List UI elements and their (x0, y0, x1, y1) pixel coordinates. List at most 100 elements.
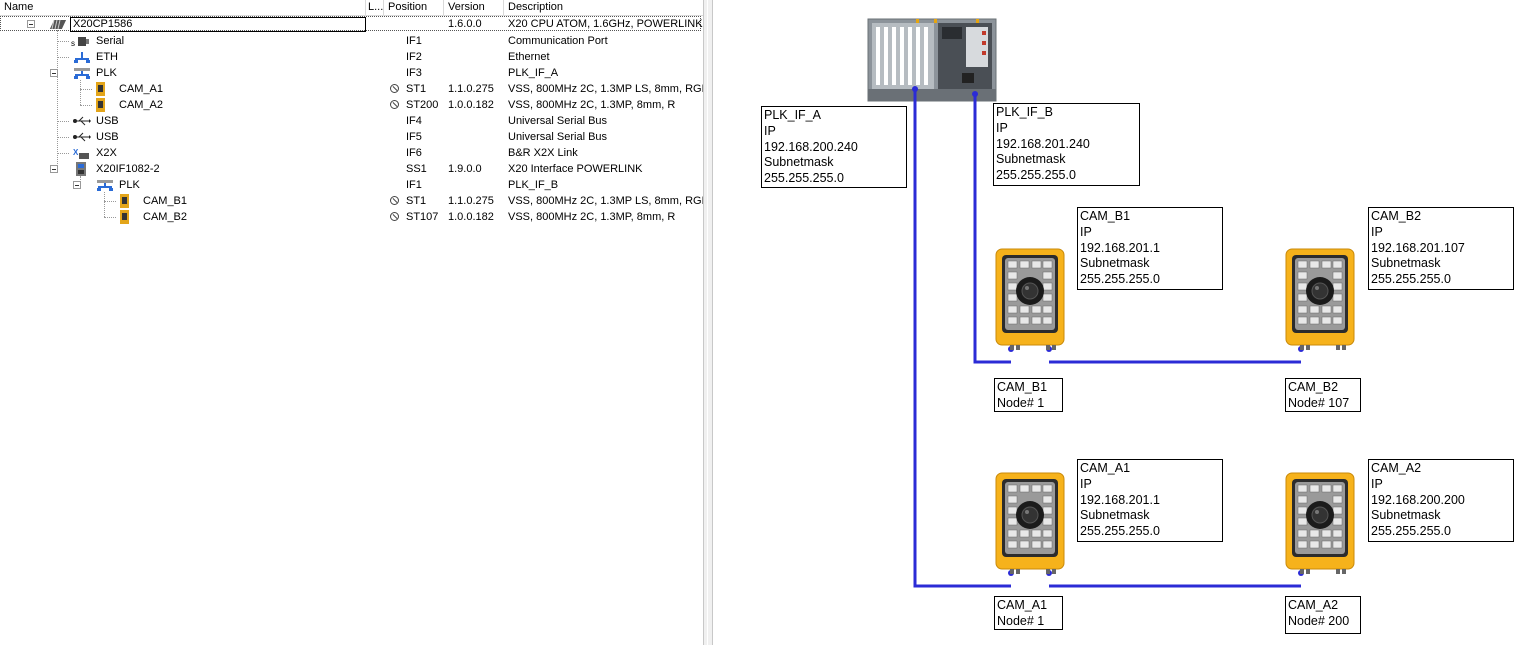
row-description: B&R X2X Link (508, 147, 578, 159)
usb-icon (73, 132, 91, 142)
row-position: IF6 (406, 147, 422, 159)
camera-name: CAM_B1 (997, 380, 1048, 394)
column-header-description[interactable]: Description (508, 1, 564, 13)
network-topology-diagram: PLK_IF_A IP 192.168.200.240 Subnetmask 2… (713, 0, 1534, 645)
tree-line (80, 89, 92, 90)
interface-name: PLK_IF_B (996, 105, 1053, 119)
svg-text:s: s (71, 39, 75, 48)
tree-row-plk-b[interactable]: PLK IF1 PLK_IF_B (0, 177, 703, 193)
tree-row-usb-2[interactable]: USB IF5 Universal Serial Bus (0, 129, 703, 145)
ip-address: 192.168.200.240 (764, 139, 858, 154)
column-header-lock[interactable]: L... (368, 0, 384, 15)
locked-icon (390, 196, 399, 205)
subnet-mask: 255.255.255.0 (1080, 272, 1160, 287)
row-position: ST1 (406, 83, 427, 95)
tree-line (57, 137, 69, 138)
row-name: USB (96, 115, 119, 127)
row-name: CAM_A2 (119, 99, 164, 111)
usb-icon (73, 116, 91, 126)
tree-row-cam-b1[interactable]: CAM_B1 ST1 1.1.0.275 VSS, 800MHz 2C, 1.3… (0, 193, 703, 209)
ip-address: 192.168.201.1 (1080, 240, 1160, 255)
subnet-label: Subnetmask (996, 152, 1066, 167)
node-box-cam-b2[interactable]: CAM_B2 Node# 107 (1285, 378, 1361, 412)
serial-port-icon: s (71, 37, 89, 48)
row-name: USB (96, 131, 119, 143)
row-name: PLK (96, 67, 117, 79)
x2x-link-icon: X (73, 148, 89, 159)
camera-icon (96, 82, 105, 96)
node-box-cam-a2[interactable]: CAM_A2 Node# 200 (1285, 596, 1361, 634)
column-header-position[interactable]: Position (384, 0, 444, 15)
ip-address: 192.168.201.240 (996, 136, 1090, 151)
link-plk-if-a (913, 89, 1011, 588)
tree-row-eth[interactable]: ETH IF2 Ethernet (0, 49, 703, 65)
info-box-plk-if-b[interactable]: PLK_IF_B IP 192.168.201.240 Subnetmask 2… (993, 103, 1140, 186)
camera-device-cam-a1[interactable] (995, 472, 1065, 575)
row-description: PLK_IF_A (508, 67, 559, 79)
collapse-toggle-icon[interactable] (50, 165, 58, 173)
row-version: 1.6.0.0 (448, 18, 482, 30)
column-header-name[interactable]: Name (0, 0, 366, 15)
camera-device-cam-a2[interactable] (1285, 472, 1355, 575)
subnet-label: Subnetmask (1080, 256, 1150, 271)
tree-row-cam-a1[interactable]: CAM_A1 ST1 1.1.0.275 VSS, 800MHz 2C, 1.3… (0, 81, 703, 97)
tree-row-x20if1082-2[interactable]: X20IF1082-2 SS1 1.9.0.0 X20 Interface PO… (0, 161, 703, 177)
row-name: ETH (96, 51, 118, 63)
subnet-label: Subnetmask (764, 155, 834, 170)
tree-row-cam-a2[interactable]: CAM_A2 ST200 1.0.0.182 VSS, 800MHz 2C, 1… (0, 97, 703, 113)
row-name: PLK (119, 179, 140, 191)
interface-name: PLK_IF_A (764, 108, 821, 122)
row-description: Universal Serial Bus (508, 115, 608, 127)
row-position: IF5 (406, 131, 422, 143)
camera-name: CAM_A2 (1288, 598, 1339, 612)
camera-device-cam-b1[interactable] (995, 248, 1065, 351)
powerlink-cables (913, 89, 1301, 588)
subnet-mask: 255.255.255.0 (996, 168, 1076, 183)
info-box-cam-b1[interactable]: CAM_B1 IP 192.168.201.1 Subnetmask 255.2… (1077, 207, 1223, 290)
ip-address: 192.168.201.107 (1371, 240, 1465, 255)
plc-device-image[interactable] (867, 18, 997, 102)
info-box-plk-if-a[interactable]: PLK_IF_A IP 192.168.200.240 Subnetmask 2… (761, 106, 907, 188)
subnet-mask: 255.255.255.0 (764, 171, 844, 186)
row-position: ST1 (406, 195, 427, 207)
collapse-toggle-icon[interactable] (27, 20, 35, 28)
camera-name: CAM_B1 (1080, 209, 1131, 223)
camera-icon (120, 210, 129, 224)
node-box-cam-a1[interactable]: CAM_A1 Node# 1 (994, 596, 1063, 630)
tree-row-cam-b2[interactable]: CAM_B2 ST107 1.0.0.182 VSS, 800MHz 2C, 1… (0, 209, 703, 225)
column-header-version[interactable]: Version (444, 0, 504, 15)
hardware-tree-grid: Name L... Position Version Description X… (0, 0, 703, 645)
tree-row-serial[interactable]: s Serial IF1 Communication Port (0, 33, 703, 49)
info-box-cam-a2[interactable]: CAM_A2 IP 192.168.200.200 Subnetmask 255… (1368, 459, 1514, 542)
ip-address: 192.168.200.200 (1371, 492, 1465, 507)
collapse-toggle-icon[interactable] (73, 181, 81, 189)
ethernet-icon (74, 52, 90, 63)
subnet-label: Subnetmask (1080, 508, 1150, 523)
collapse-toggle-icon[interactable] (50, 69, 58, 77)
link-plk-if-b (973, 94, 1011, 364)
camera-device-cam-b2[interactable] (1285, 248, 1355, 351)
camera-name: CAM_A1 (997, 598, 1048, 612)
row-version: 1.0.0.182 (448, 211, 494, 223)
tree-line (57, 153, 69, 154)
row-name: X20CP1586 (70, 17, 366, 32)
node-box-cam-b1[interactable]: CAM_B1 Node# 1 (994, 378, 1063, 412)
ip-label: IP (1080, 224, 1092, 239)
row-position: ST107 (406, 211, 439, 223)
tree-line (80, 80, 81, 105)
info-box-cam-a1[interactable]: CAM_A1 IP 192.168.201.1 Subnetmask 255.2… (1077, 459, 1223, 542)
locked-icon (390, 84, 399, 93)
tree-row-plk-a[interactable]: PLK IF3 PLK_IF_A (0, 65, 703, 81)
tree-row-usb-1[interactable]: USB IF4 Universal Serial Bus (0, 113, 703, 129)
row-position: SS1 (406, 163, 427, 175)
tree-row-x2x[interactable]: X X2X IF6 B&R X2X Link (0, 145, 703, 161)
tree-line (57, 121, 69, 122)
row-description: X20 CPU ATOM, 1.6GHz, POWERLINK, (508, 18, 703, 30)
info-box-cam-b2[interactable]: CAM_B2 IP 192.168.201.107 Subnetmask 255… (1368, 207, 1514, 290)
tree-row-x20cp1586[interactable]: X20CP1586 1.6.0.0 X20 CPU ATOM, 1.6GHz, … (0, 16, 703, 32)
row-position: IF2 (406, 51, 422, 63)
subnet-mask: 255.255.255.0 (1080, 524, 1160, 539)
pane-splitter[interactable] (703, 0, 713, 645)
topology-canvas (867, 18, 1355, 588)
row-position: IF1 (406, 179, 422, 191)
